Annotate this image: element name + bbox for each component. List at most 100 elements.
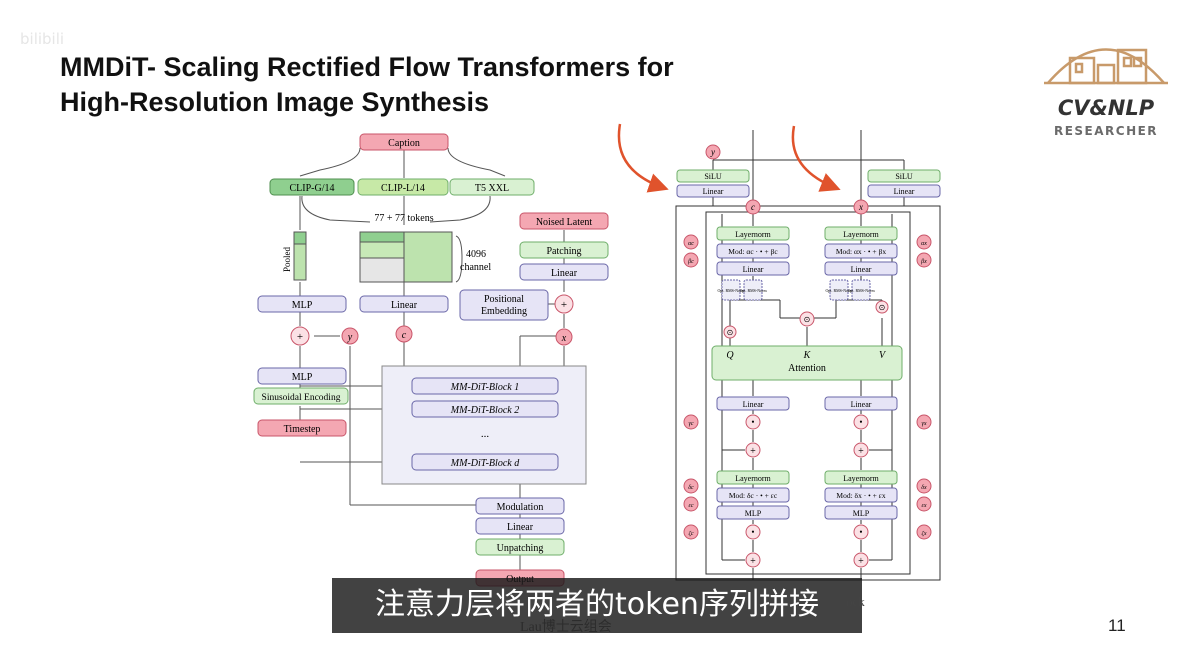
svg-text:ζc: ζc bbox=[688, 530, 693, 537]
mod-c-1: Mod: αc · • + βc bbox=[716, 243, 790, 259]
svg-text:Patching: Patching bbox=[547, 246, 582, 257]
svg-text:Embedding: Embedding bbox=[481, 306, 527, 317]
rms-norm-c-q: Opt. RMS-Norm bbox=[717, 279, 745, 301]
svg-text:x: x bbox=[858, 202, 863, 212]
concat-node-k: ⊙ bbox=[799, 311, 815, 327]
mlp-c: MLP bbox=[716, 505, 790, 520]
title-line-1: MMDiT- Scaling Rectified Flow Transforme… bbox=[60, 52, 674, 82]
svg-text:CLIP-G/14: CLIP-G/14 bbox=[290, 183, 335, 194]
mod-x-1: Mod: αx · • + βx bbox=[824, 243, 898, 259]
annotation-arrow-right bbox=[791, 125, 841, 192]
mod-x-2: Mod: δx · • + εx bbox=[824, 487, 898, 503]
block-1: MM-DiT-Block 1 bbox=[411, 377, 559, 395]
svg-text:SiLU: SiLU bbox=[895, 172, 913, 181]
svg-text:⊙: ⊙ bbox=[804, 315, 811, 324]
sinusoidal-box: Sinusoidal Encoding bbox=[253, 387, 349, 405]
svg-text:Q: Q bbox=[726, 350, 734, 361]
bilibili-watermark: bilibili bbox=[20, 30, 65, 48]
svg-text:Timestep: Timestep bbox=[284, 424, 321, 435]
token-matrix bbox=[293, 231, 463, 283]
caption-box: Caption bbox=[359, 133, 449, 151]
svg-text:Linear: Linear bbox=[851, 265, 872, 274]
svg-text:x: x bbox=[561, 333, 567, 344]
add-node-c-1: + bbox=[745, 442, 761, 458]
param-zeta-x: ζx bbox=[916, 524, 932, 540]
svg-text:Attention: Attention bbox=[788, 363, 826, 374]
silu-right: SiLU bbox=[867, 169, 941, 183]
annotation-arrow-left bbox=[617, 123, 669, 193]
tokens-label: 77 + 77 tokens bbox=[374, 213, 433, 224]
svg-text:MLP: MLP bbox=[745, 509, 762, 518]
param-beta-x: βx bbox=[916, 252, 932, 268]
svg-text:Layernorm: Layernorm bbox=[735, 474, 771, 483]
svg-text:ζx: ζx bbox=[921, 530, 926, 537]
patching-box: Patching bbox=[519, 241, 609, 259]
svg-text:+: + bbox=[858, 556, 864, 567]
svg-text:Sinusoidal Encoding: Sinusoidal Encoding bbox=[262, 393, 341, 403]
svg-text:c: c bbox=[751, 202, 755, 212]
concat-node-q: ⊙ bbox=[723, 325, 737, 339]
param-eps-x: εx bbox=[916, 496, 932, 512]
logo-icon bbox=[1044, 48, 1168, 85]
svg-text:Mod: αx · • + βx: Mod: αx · • + βx bbox=[836, 247, 886, 256]
svg-text:Linear: Linear bbox=[851, 400, 872, 409]
svg-text:Layernorm: Layernorm bbox=[735, 230, 771, 239]
svg-text:MLP: MLP bbox=[853, 509, 870, 518]
svg-text:δc: δc bbox=[688, 485, 694, 491]
svg-text:Linear: Linear bbox=[551, 268, 578, 279]
svg-text:+: + bbox=[750, 446, 756, 457]
timestep-box: Timestep bbox=[257, 419, 347, 437]
mul-node-x-1: • bbox=[853, 414, 869, 430]
mlp-bottom-box: MLP bbox=[257, 367, 347, 385]
param-beta-c: βc bbox=[683, 252, 699, 268]
svg-text:αx: αx bbox=[921, 241, 927, 247]
svg-text:γx: γx bbox=[921, 421, 926, 427]
svg-text:y: y bbox=[710, 147, 715, 157]
svg-text:Caption: Caption bbox=[388, 138, 420, 149]
svg-text:εc: εc bbox=[688, 503, 693, 509]
c-node: c bbox=[395, 325, 413, 343]
param-delta-x: δx bbox=[916, 478, 932, 494]
svg-text:•: • bbox=[751, 527, 754, 537]
svg-text:δx: δx bbox=[921, 485, 927, 491]
block-d: MM-DiT-Block d bbox=[411, 453, 559, 471]
linear-c-1: Linear bbox=[716, 261, 790, 276]
layernorm-x-2: Layernorm bbox=[824, 470, 898, 485]
linear-top-right: Linear bbox=[867, 184, 941, 198]
linear-c-2: Linear bbox=[716, 396, 790, 411]
y-node: y bbox=[341, 327, 359, 345]
svg-text:αc: αc bbox=[688, 241, 694, 247]
svg-text:+: + bbox=[750, 556, 756, 567]
linear-bottom-box: Linear bbox=[475, 517, 565, 535]
modulation-box: Modulation bbox=[475, 497, 565, 515]
svg-text:+: + bbox=[858, 446, 864, 457]
svg-text:Linear: Linear bbox=[507, 522, 534, 533]
svg-text:SiLU: SiLU bbox=[704, 172, 722, 181]
svg-text:Opt. RMS-Norm: Opt. RMS-Norm bbox=[847, 288, 875, 293]
svg-text:•: • bbox=[859, 527, 862, 537]
param-alpha-x: αx bbox=[916, 234, 932, 250]
y-node-right: y bbox=[705, 144, 721, 160]
block-label-fragment: ock bbox=[846, 594, 865, 609]
linear-top-left: Linear bbox=[676, 184, 750, 198]
svg-text:Mod: αc · • + βc: Mod: αc · • + βc bbox=[728, 247, 778, 256]
logo-subtitle: RESEARCHER bbox=[1053, 124, 1159, 138]
clip-g-box: CLIP-G/14 bbox=[269, 178, 355, 196]
title-line-2: High-Resolution Image Synthesis bbox=[60, 87, 490, 117]
concat-node-v: ⊙ bbox=[875, 300, 889, 314]
rms-norm-x-k: Opt. RMS-Norm bbox=[847, 279, 875, 301]
svg-text:Noised Latent: Noised Latent bbox=[536, 217, 593, 228]
svg-text:Linear: Linear bbox=[743, 400, 764, 409]
svg-text:Mod: δc · • + εc: Mod: δc · • + εc bbox=[729, 491, 778, 500]
svg-text:⊙: ⊙ bbox=[727, 328, 734, 337]
rms-norm-c-k: Opt. RMS-Norm bbox=[739, 279, 767, 301]
svg-text:MM-DiT-Block 2: MM-DiT-Block 2 bbox=[450, 405, 519, 416]
mul-node-c-2: • bbox=[745, 524, 761, 540]
svg-text:c: c bbox=[402, 330, 407, 341]
noised-latent-box: Noised Latent bbox=[519, 212, 609, 230]
svg-text:Opt. RMS-Norm: Opt. RMS-Norm bbox=[717, 288, 745, 293]
dim-unit-label: channel bbox=[460, 262, 491, 273]
svg-text:Layernorm: Layernorm bbox=[843, 474, 879, 483]
dim-value-label: 4096 bbox=[466, 249, 486, 260]
svg-text:y: y bbox=[347, 332, 353, 343]
